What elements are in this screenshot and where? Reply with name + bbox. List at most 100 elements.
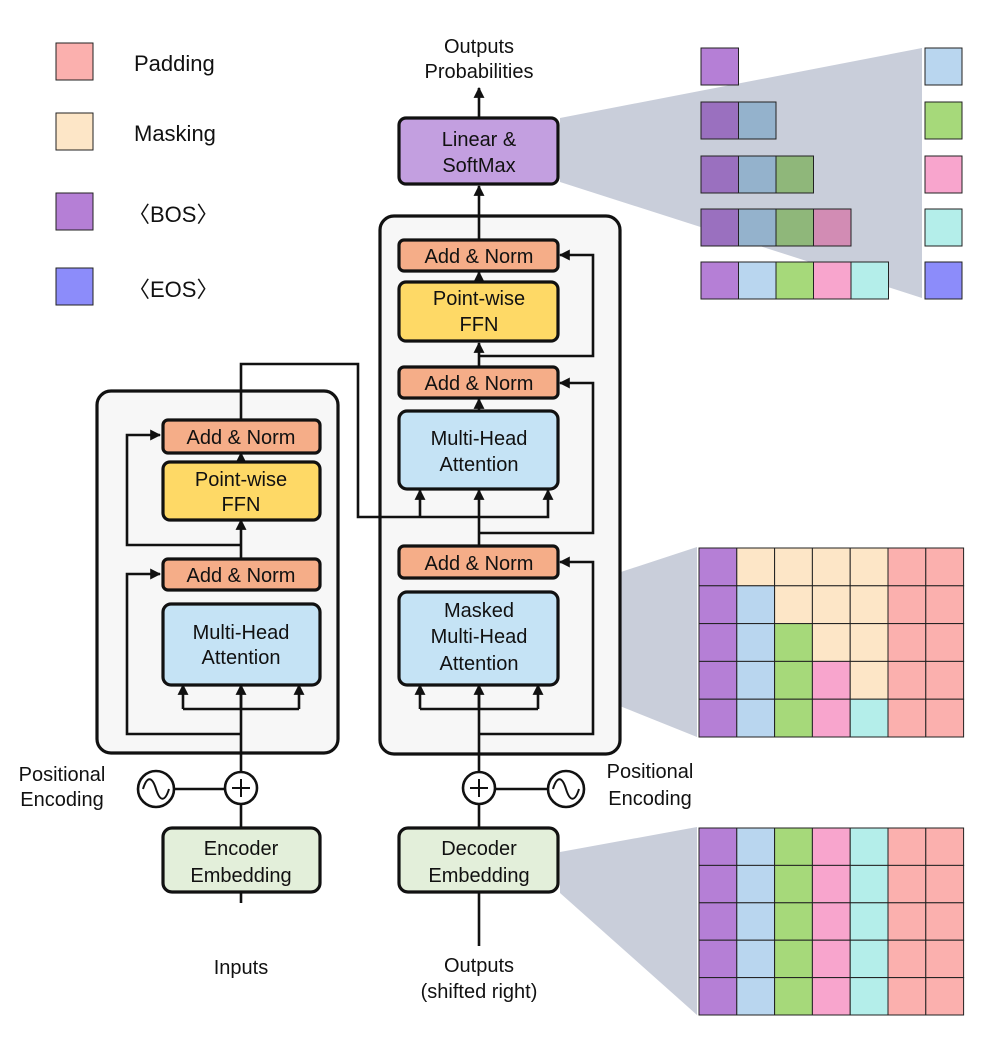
encoder-ffn-label-line1: Point-wise — [195, 469, 287, 491]
decoder-positional-label-line1: Positional — [607, 761, 694, 783]
encoder-embedding-block: Encoder Embedding — [161, 826, 322, 894]
embedding-grid-cell — [887, 864, 927, 904]
decoder-add-norm-top-label: Add & Norm — [425, 246, 534, 268]
step-input-token — [850, 261, 889, 300]
decoder-input-label-line2: (shifted right) — [421, 981, 538, 1003]
mask-grid-cell — [887, 698, 927, 738]
decoder-masked-attention-label-line2: Multi-Head — [431, 626, 528, 648]
step-input-token — [700, 47, 739, 86]
step-input-token — [738, 208, 777, 247]
embedding-grid-cell — [736, 864, 776, 904]
decoder-cross-attention-label-line2: Attention — [440, 454, 519, 476]
mask-grid-cell — [811, 585, 851, 625]
mask-grid-cell — [811, 547, 851, 587]
decoder-add-norm-bottom-label: Add & Norm — [425, 553, 534, 575]
mask-grid-cell — [698, 547, 738, 587]
embedding-grid-cell — [698, 939, 738, 979]
decoder-ffn-label-line2: FFN — [460, 314, 499, 336]
encoder-add-norm-bottom: Add & Norm — [161, 557, 322, 592]
encoder-attention-label-line2: Attention — [202, 647, 281, 669]
legend-padding-label: Padding — [134, 51, 215, 76]
decoder-linear-label-line1: Linear & — [442, 129, 517, 151]
decoder-linear-softmax-block: Linear & SoftMax — [397, 116, 560, 186]
embedding-grid-cell — [774, 977, 813, 1016]
embedding-grid-cell — [774, 902, 813, 941]
embedding-projection-wedge — [560, 827, 697, 1015]
embedding-grid-cell — [774, 827, 813, 866]
embedding-grid-cell — [925, 827, 965, 866]
step-input-token — [775, 208, 814, 247]
embedding-grid-cell — [698, 902, 738, 941]
decoder-masked-attention-label-line1: Masked — [444, 600, 514, 622]
attention-mask-grid — [698, 547, 965, 738]
decoder-positional-label-line2: Encoding — [608, 788, 691, 810]
embedding-grid-cell — [925, 864, 965, 904]
decoder-connections — [414, 86, 595, 946]
mask-grid-cell — [811, 623, 851, 662]
decoder-cross-attention: Multi-Head Attention — [397, 409, 560, 491]
step-input-token — [700, 101, 739, 140]
embedding-grid-cell — [887, 977, 927, 1016]
decoder-add-symbol — [461, 770, 497, 806]
embedding-grid-cell — [849, 864, 889, 904]
mask-grid-cell — [925, 547, 965, 587]
embedding-grid-cell — [887, 939, 927, 979]
decoder-add-norm-top: Add & Norm — [397, 238, 560, 273]
encoder-positional-encoding-icon — [136, 769, 176, 809]
embedding-grid-cell — [698, 827, 738, 866]
encoder-add-norm-bottom-label: Add & Norm — [187, 565, 296, 587]
encoder-add-symbol — [223, 770, 259, 806]
embedding-grid-cell — [849, 977, 889, 1016]
legend-masking-label: Masking — [134, 121, 216, 146]
embedding-grid-cell — [811, 939, 851, 979]
step-prediction-token — [924, 208, 963, 247]
encoder-embedding-label-line1: Encoder — [204, 838, 279, 860]
mask-grid-cell — [925, 698, 965, 738]
embedding-grid-cell — [887, 902, 927, 941]
step-prediction-token — [924, 261, 963, 300]
encoder-input-label: Inputs — [214, 957, 268, 979]
embedding-grid-cell — [925, 939, 965, 979]
mask-grid-cell — [698, 660, 738, 700]
embedding-grid-cell — [736, 939, 776, 979]
decoder-masked-attention-label-line3: Attention — [440, 653, 519, 675]
mask-grid-cell — [774, 623, 813, 662]
step-input-token — [700, 155, 739, 194]
mask-grid-cell — [925, 623, 965, 662]
mask-grid-cell — [849, 698, 889, 738]
output-sequence-steps — [700, 47, 963, 300]
encoder-ffn-block: Point-wise FFN — [161, 460, 322, 522]
embedding-grid-cell — [849, 902, 889, 941]
step-input-token — [738, 101, 777, 140]
embedding-grid-cell — [811, 864, 851, 904]
embedding-grid-cell — [698, 864, 738, 904]
embedding-grid-cell — [698, 977, 738, 1016]
step-input-token — [700, 208, 739, 247]
legend-eos-label: 〈EOS〉 — [128, 277, 218, 302]
mask-grid-cell — [736, 585, 776, 625]
mask-grid-cell — [811, 660, 851, 700]
decoder-add-norm-bottom: Add & Norm — [397, 544, 560, 580]
encoder-add-norm-top-label: Add & Norm — [187, 427, 296, 449]
mask-grid-cell — [849, 547, 889, 587]
decoder-linear-label-line2: SoftMax — [442, 155, 515, 177]
encoder-positional-label-line1: Positional — [19, 764, 106, 786]
mask-grid-cell — [774, 660, 813, 700]
decoder-ffn-block: Point-wise FFN — [397, 280, 560, 343]
decoder-embedding-grid — [698, 827, 965, 1016]
decoder-positional-encoding-icon — [546, 769, 586, 809]
mask-grid-cell — [736, 623, 776, 662]
step-input-token — [738, 155, 777, 194]
mask-grid-cell — [736, 660, 776, 700]
encoder-embedding-label-line2: Embedding — [190, 865, 291, 887]
legend: Padding Masking 〈BOS〉 〈EOS〉 — [55, 42, 218, 306]
encoder-positional-label-line2: Encoding — [20, 789, 103, 811]
encoder-attention-label-line1: Multi-Head — [193, 622, 290, 644]
step-prediction-token — [924, 155, 963, 194]
mask-grid-cell — [698, 623, 738, 662]
decoder-input-label-line1: Outputs — [444, 955, 514, 977]
embedding-grid-cell — [849, 939, 889, 979]
decoder-output-label-line2: Probabilities — [425, 61, 534, 83]
mask-grid-cell — [849, 585, 889, 625]
